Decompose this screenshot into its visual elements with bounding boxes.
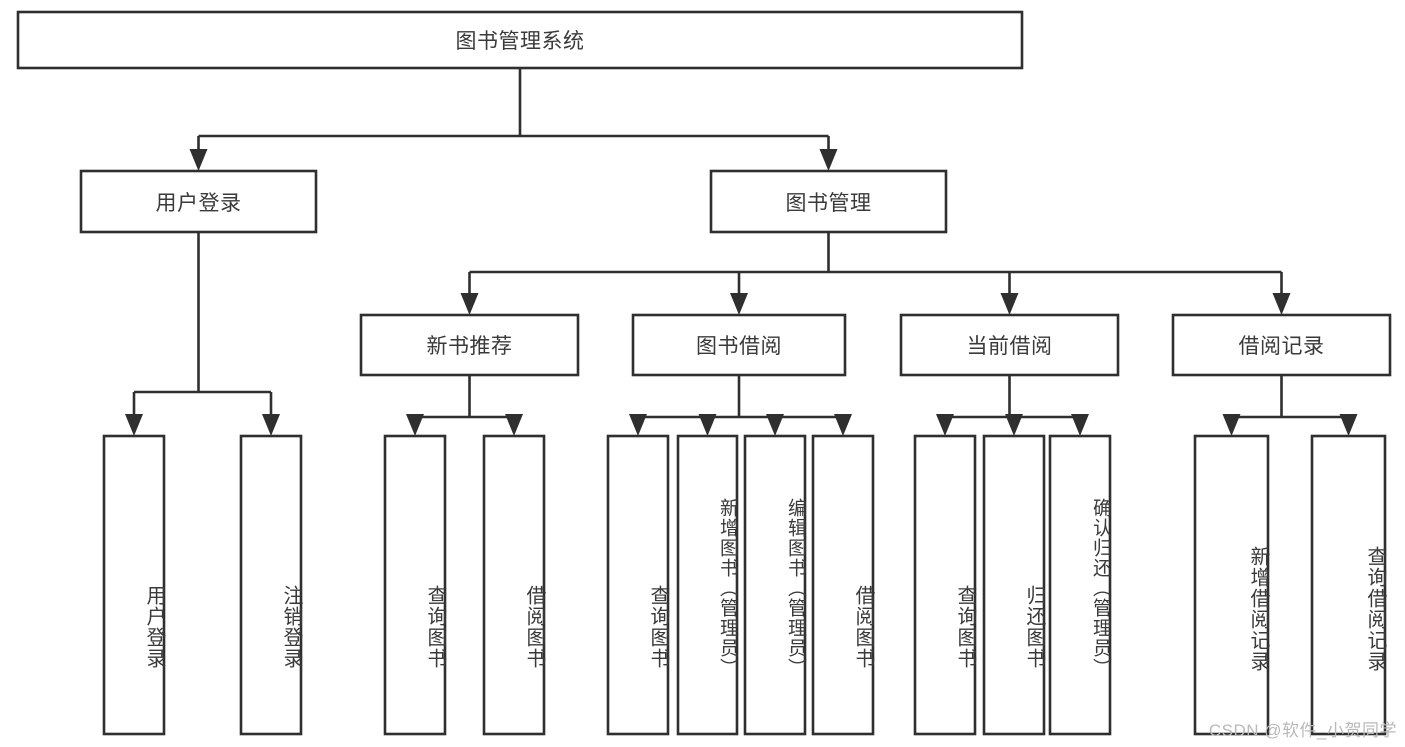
watermark: CSDN @软件_小贺同学 [1208, 721, 1397, 740]
level3-box-图书借阅[interactable] [631, 313, 847, 377]
leaf-box-新增借阅记录[interactable] [1193, 434, 1270, 736]
level3-box-新书推荐[interactable] [359, 313, 580, 377]
arrowhead-icon-leaf [936, 414, 954, 436]
arrowhead-icon-图书借阅 [730, 293, 748, 315]
arrowhead-icon-leaf [505, 414, 523, 436]
arrowhead-icon-leaf [834, 414, 852, 436]
level3-box-当前借阅[interactable] [899, 313, 1120, 377]
arrowhead-icon-leaf [1222, 414, 1241, 436]
level2-box-用户登录[interactable] [79, 169, 318, 234]
arrowhead-icon-leaf [629, 414, 647, 436]
level2-box-图书管理[interactable] [709, 169, 948, 234]
arrowhead-icon-leaf [406, 414, 424, 436]
arrowhead-icon-leaf [125, 414, 143, 436]
leaf-box-确认归还管理员[interactable] [1048, 434, 1112, 736]
arrowhead-icon-leaf [766, 414, 784, 436]
arrowhead-icon-leaf [1339, 414, 1358, 436]
level3-box-借阅记录[interactable] [1171, 313, 1392, 377]
leaf-box-归还图书[interactable] [982, 434, 1046, 736]
leaf-box-借阅图书[interactable] [811, 434, 875, 736]
leaf-box-用户登录[interactable] [102, 434, 166, 736]
leaf-box-查询图书[interactable] [606, 434, 670, 736]
node-box-group [16, 10, 1392, 736]
arrowhead-icon-leaf [1005, 414, 1023, 436]
connector-group [125, 68, 1358, 436]
arrowhead-icon-leaf [1071, 414, 1089, 436]
arrowhead-icon-leaf [262, 414, 280, 436]
arrowhead-icon-新书推荐 [460, 293, 479, 315]
arrowhead-icon-用户登录 [189, 149, 208, 171]
leaf-box-查询图书[interactable] [383, 434, 447, 736]
arrowhead-icon-借阅记录 [1272, 293, 1291, 315]
leaf-box-新增图书管理员[interactable] [676, 434, 739, 736]
arrowhead-icon-当前借阅 [1000, 293, 1019, 315]
root-box-图书管理系统[interactable] [16, 10, 1024, 70]
arrowhead-icon-图书管理 [819, 149, 838, 171]
leaf-box-查询借阅记录[interactable] [1310, 434, 1387, 736]
leaf-box-注销登录[interactable] [239, 434, 303, 736]
leaf-box-编辑图书管理员[interactable] [743, 434, 807, 736]
leaf-box-查询图书[interactable] [913, 434, 977, 736]
leaf-box-借阅图书[interactable] [482, 434, 546, 736]
arrowhead-icon-leaf [698, 414, 717, 436]
